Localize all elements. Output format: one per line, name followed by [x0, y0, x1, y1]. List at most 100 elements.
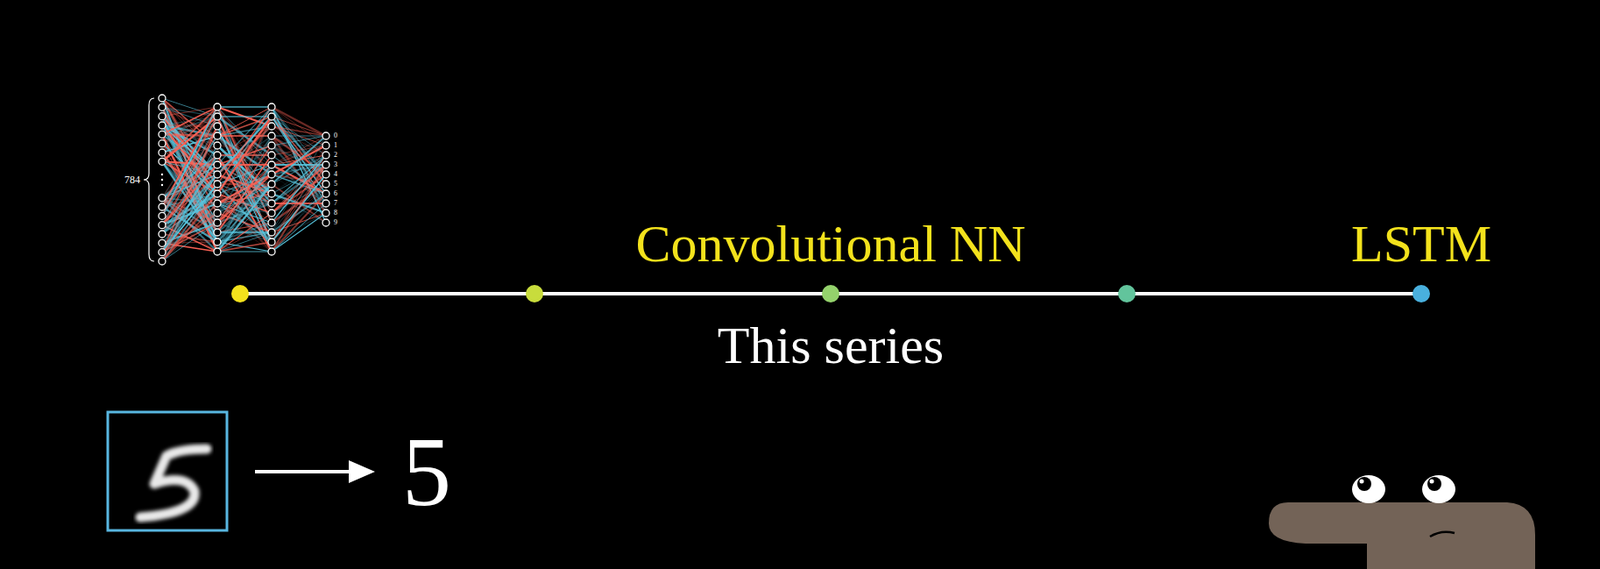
- weight-line: [162, 193, 218, 262]
- weight-line: [217, 164, 272, 252]
- series-label: This series: [717, 318, 944, 372]
- timeline-dot: [231, 284, 249, 303]
- output-digit: 9: [333, 219, 338, 227]
- output-digit: 2: [333, 151, 338, 159]
- neuron: [158, 203, 166, 211]
- network-neurons: [158, 94, 330, 265]
- neuron: [213, 151, 221, 159]
- neuron: [213, 199, 221, 207]
- weight-line: [271, 126, 326, 136]
- timeline-dot: [525, 284, 544, 303]
- weight-line: [217, 106, 272, 213]
- weight-line: [217, 155, 272, 252]
- neuron: [158, 103, 166, 111]
- neuron: [322, 209, 330, 217]
- neuron: [268, 190, 276, 198]
- neuron: [268, 228, 276, 236]
- arrow-head: [348, 460, 376, 483]
- weight-line: [271, 106, 326, 175]
- neuron: [268, 199, 276, 207]
- neuron: [268, 113, 276, 121]
- neuron: [213, 209, 221, 217]
- weight-line: [217, 250, 272, 253]
- neuron: [268, 132, 276, 140]
- neuron: [322, 219, 330, 227]
- neuron: [213, 219, 221, 227]
- neuron: [322, 180, 330, 188]
- neuron: [158, 130, 166, 138]
- neuron: [158, 113, 166, 121]
- weight-line: [271, 145, 326, 147]
- neuron: [268, 238, 276, 246]
- neuron: [213, 122, 221, 130]
- neuron: [322, 141, 330, 149]
- topic-label: LSTM: [1351, 217, 1492, 270]
- weight-line: [271, 106, 326, 223]
- weight-line: [271, 203, 326, 252]
- weight-line: [217, 241, 272, 252]
- neuron: [213, 103, 221, 111]
- output-digit: 8: [333, 209, 338, 217]
- network-weights: [162, 98, 326, 262]
- neuron: [322, 151, 330, 159]
- weight-line: [217, 116, 272, 252]
- weight-line: [271, 212, 326, 252]
- weight-line: [217, 106, 272, 242]
- neuron: [268, 209, 276, 217]
- neuron: [158, 194, 166, 202]
- neuron: [213, 247, 221, 255]
- neuron: [322, 132, 330, 140]
- neuron: [213, 170, 221, 178]
- weight-line: [217, 232, 272, 252]
- neuron: [322, 190, 330, 198]
- neuron: [213, 228, 221, 236]
- weight-line: [271, 184, 326, 252]
- timeline-dot: [1118, 284, 1136, 303]
- weight-line: [162, 106, 218, 252]
- neuron: [268, 161, 276, 169]
- weight-line: [217, 116, 272, 233]
- neuron: [158, 221, 166, 229]
- prediction-digit: 5: [402, 422, 452, 521]
- neuron: [322, 199, 330, 207]
- weight-line: [271, 184, 326, 242]
- weight-line: [162, 203, 218, 262]
- output-digit: 0: [333, 132, 338, 140]
- neuron: [158, 248, 166, 256]
- neuron: [213, 180, 221, 188]
- weight-line: [217, 106, 272, 223]
- timeline-dot: [821, 284, 840, 303]
- neuron: [158, 94, 166, 102]
- output-digit: 6: [333, 190, 338, 198]
- neuron: [322, 161, 330, 169]
- weight-line: [217, 193, 272, 252]
- neuron: [268, 247, 276, 255]
- neuron: [213, 190, 221, 198]
- input-count: 784: [124, 174, 141, 185]
- weight-line: [162, 212, 218, 262]
- arrow-shaft: [254, 469, 351, 474]
- neuron: [158, 230, 166, 238]
- neuron: [268, 141, 276, 149]
- weight-line: [217, 212, 272, 252]
- weight-line: [217, 106, 272, 175]
- neuron: [213, 161, 221, 169]
- weight-line: [162, 125, 218, 233]
- neuron: [213, 238, 221, 246]
- weight-line: [162, 184, 218, 262]
- weight-line: [217, 116, 272, 252]
- output-digit: 1: [333, 141, 338, 149]
- output-digit: 4: [333, 170, 338, 178]
- neuron: [268, 170, 276, 178]
- output-digit: 3: [333, 161, 338, 169]
- mnist-frame: [107, 411, 227, 531]
- neuron: [268, 219, 276, 227]
- neuron: [158, 212, 166, 220]
- weight-line: [217, 106, 272, 136]
- neuron: [213, 141, 221, 149]
- weight-line: [162, 126, 218, 262]
- weight-line: [271, 155, 326, 242]
- ellipsis-dot: [161, 184, 163, 186]
- neuron: [268, 151, 276, 159]
